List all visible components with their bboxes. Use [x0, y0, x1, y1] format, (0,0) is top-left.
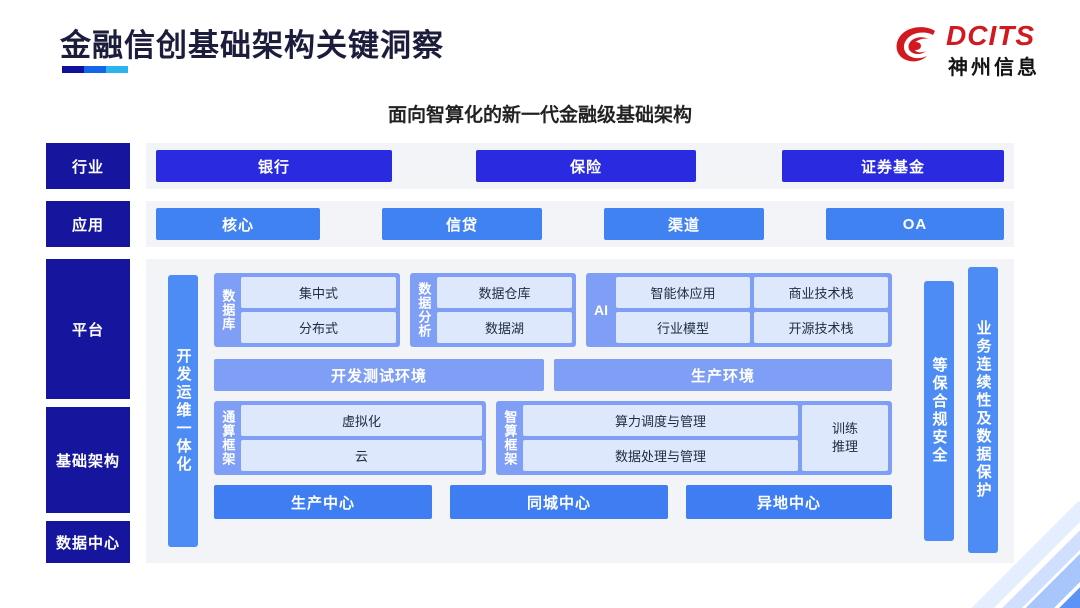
- cell-commercial-stack[interactable]: 商业技术栈: [754, 277, 888, 308]
- group-ai: AI 智能体应用 行业模型 商业技术栈 开源技术栈: [586, 273, 892, 347]
- datacenter-production[interactable]: 生产中心: [214, 485, 432, 519]
- train-label: 训练: [831, 421, 858, 437]
- ai-column-left: 智能体应用 行业模型: [616, 277, 750, 343]
- cell-compute-scheduling[interactable]: 算力调度与管理: [523, 405, 798, 436]
- cell-virtualization[interactable]: 虚拟化: [241, 405, 482, 436]
- layer-label-platform: 平台: [46, 259, 130, 399]
- logo-wordmark: DCITS: [946, 20, 1035, 51]
- ai-column-right: 商业技术栈 开源技术栈: [754, 277, 888, 343]
- brand-logo: DCITS 神州信息: [892, 16, 1052, 79]
- cell-opensource-stack[interactable]: 开源技术栈: [754, 312, 888, 343]
- datacenter-same-city[interactable]: 同城中心: [450, 485, 668, 519]
- stripe-1: [820, 593, 1080, 608]
- accent-segment-2: [84, 66, 106, 73]
- cell-data-warehouse[interactable]: 数据仓库: [437, 277, 572, 308]
- band-production-environment[interactable]: 生产环境: [554, 359, 892, 391]
- cell-cloud[interactable]: 云: [241, 440, 482, 471]
- accent-segment-1: [62, 66, 84, 73]
- industry-panel: 银行 保险 证券基金: [146, 143, 1014, 189]
- cell-distributed[interactable]: 分布式: [241, 312, 396, 343]
- industry-item-securities-fund[interactable]: 证券基金: [782, 150, 1004, 182]
- pillar-devops: 开发运维一体化: [168, 275, 198, 547]
- group-body-general-compute: 虚拟化 云: [241, 405, 482, 471]
- title-accent-rule: [62, 66, 128, 73]
- application-panel: 核心 信贷 渠道 OA: [146, 201, 1014, 247]
- layer-label-datacenter: 数据中心: [46, 521, 130, 563]
- logo-chinese-name: 神州信息: [948, 57, 1040, 79]
- architecture-diagram: 行业 应用 平台 基础架构 数据中心 银行 保险 证券基金 核心 信贷 渠道 O…: [46, 143, 1014, 573]
- page-header: 金融信创基础架构关键洞察 DCITS 神州信息: [0, 0, 1080, 92]
- diagram-subtitle: 面向智算化的新一代金融级基础架构: [387, 105, 692, 126]
- industry-row: 银行 保险 证券基金: [156, 150, 1004, 182]
- cell-data-processing[interactable]: 数据处理与管理: [523, 440, 798, 471]
- platform-infrastructure-panel: 开发运维一体化 等保合规安全 业务连续性及数据保护 数据库 集中式 分布式 数据…: [146, 259, 1014, 563]
- pillar-security-compliance: 等保合规安全: [924, 281, 954, 541]
- group-label-ai: AI: [594, 302, 608, 318]
- cell-agent-application[interactable]: 智能体应用: [616, 277, 750, 308]
- swoosh-icon: [896, 27, 935, 62]
- page-title: 金融信创基础架构关键洞察: [60, 28, 444, 63]
- cell-data-lake[interactable]: 数据湖: [437, 312, 572, 343]
- pillar-business-continuity: 业务连续性及数据保护: [968, 267, 998, 553]
- application-item-oa[interactable]: OA: [826, 208, 1004, 240]
- accent-segment-3: [106, 66, 128, 73]
- group-body-smart-compute: 算力调度与管理 数据处理与管理: [523, 405, 798, 471]
- application-item-core[interactable]: 核心: [156, 208, 320, 240]
- layer-label-application: 应用: [46, 201, 130, 247]
- layer-label-infrastructure: 基础架构: [46, 407, 130, 513]
- industry-item-bank[interactable]: 银行: [156, 150, 392, 182]
- group-label-general-compute: 通算框架: [220, 410, 236, 466]
- group-database: 数据库 集中式 分布式: [214, 273, 400, 347]
- inference-label: 推理: [831, 439, 858, 454]
- stripe-2: [820, 567, 1080, 608]
- group-label-data-analytics: 数据分析: [416, 282, 432, 338]
- group-label-smart-compute: 智算框架: [502, 410, 518, 466]
- cell-industry-model[interactable]: 行业模型: [616, 312, 750, 343]
- cell-train-inference[interactable]: 训练 推理: [802, 405, 888, 471]
- group-body-ai: 智能体应用 行业模型 商业技术栈 开源技术栈: [616, 277, 888, 343]
- group-body-database: 集中式 分布式: [241, 277, 396, 343]
- platform-content: 数据库 集中式 分布式 数据分析 数据仓库 数据湖 AI 智能体: [214, 273, 904, 549]
- group-smart-compute-framework: 智算框架 算力调度与管理 数据处理与管理 训练 推理: [496, 401, 892, 475]
- group-label-database: 数据库: [220, 289, 236, 331]
- cell-centralized[interactable]: 集中式: [241, 277, 396, 308]
- group-data-analytics: 数据分析 数据仓库 数据湖: [410, 273, 576, 347]
- application-row: 核心 信贷 渠道 OA: [156, 208, 1004, 240]
- band-dev-test-environment[interactable]: 开发测试环境: [214, 359, 544, 391]
- layer-label-industry: 行业: [46, 143, 130, 189]
- industry-item-insurance[interactable]: 保险: [476, 150, 696, 182]
- datacenter-remote[interactable]: 异地中心: [686, 485, 892, 519]
- group-body-data-analytics: 数据仓库 数据湖: [437, 277, 572, 343]
- application-item-credit[interactable]: 信贷: [382, 208, 542, 240]
- application-item-channel[interactable]: 渠道: [604, 208, 764, 240]
- group-general-compute-framework: 通算框架 虚拟化 云: [214, 401, 486, 475]
